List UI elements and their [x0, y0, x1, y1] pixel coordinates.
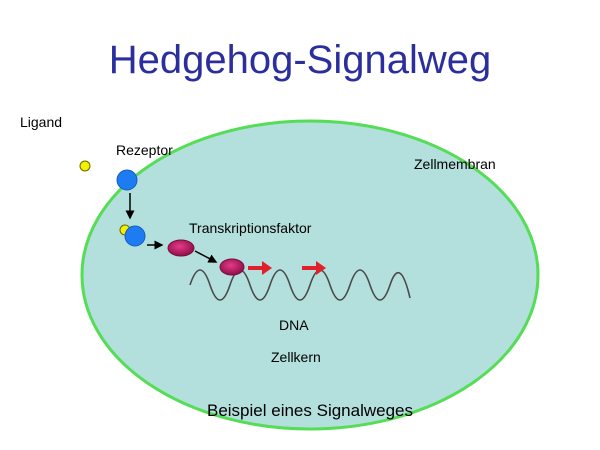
ligand-icon	[79, 160, 91, 172]
transcription-factor-icon	[167, 239, 195, 257]
nucleus-label: Zellkern	[271, 349, 321, 365]
transcription-arrow-icon	[302, 261, 326, 275]
cell-membrane	[80, 119, 540, 431]
transcription-factor-bound-icon	[219, 258, 245, 276]
membrane-label: Zellmembran	[414, 156, 496, 172]
dna-strand	[189, 269, 411, 301]
dna-label: DNA	[279, 317, 309, 333]
transcription-arrow-icon	[248, 261, 272, 275]
bound-receptor-icon	[124, 225, 146, 247]
caption: Beispiel eines Signalweges	[206, 401, 414, 420]
ligand-label: Ligand	[20, 114, 63, 130]
page-title: Hedgehog-Signalweg	[108, 38, 492, 82]
receptor-icon	[116, 169, 138, 191]
arrow-translocation	[194, 250, 218, 263]
transcription-factor-label: Transkriptionsfaktor	[189, 220, 312, 236]
receptor-label: Rezeptor	[116, 142, 173, 158]
